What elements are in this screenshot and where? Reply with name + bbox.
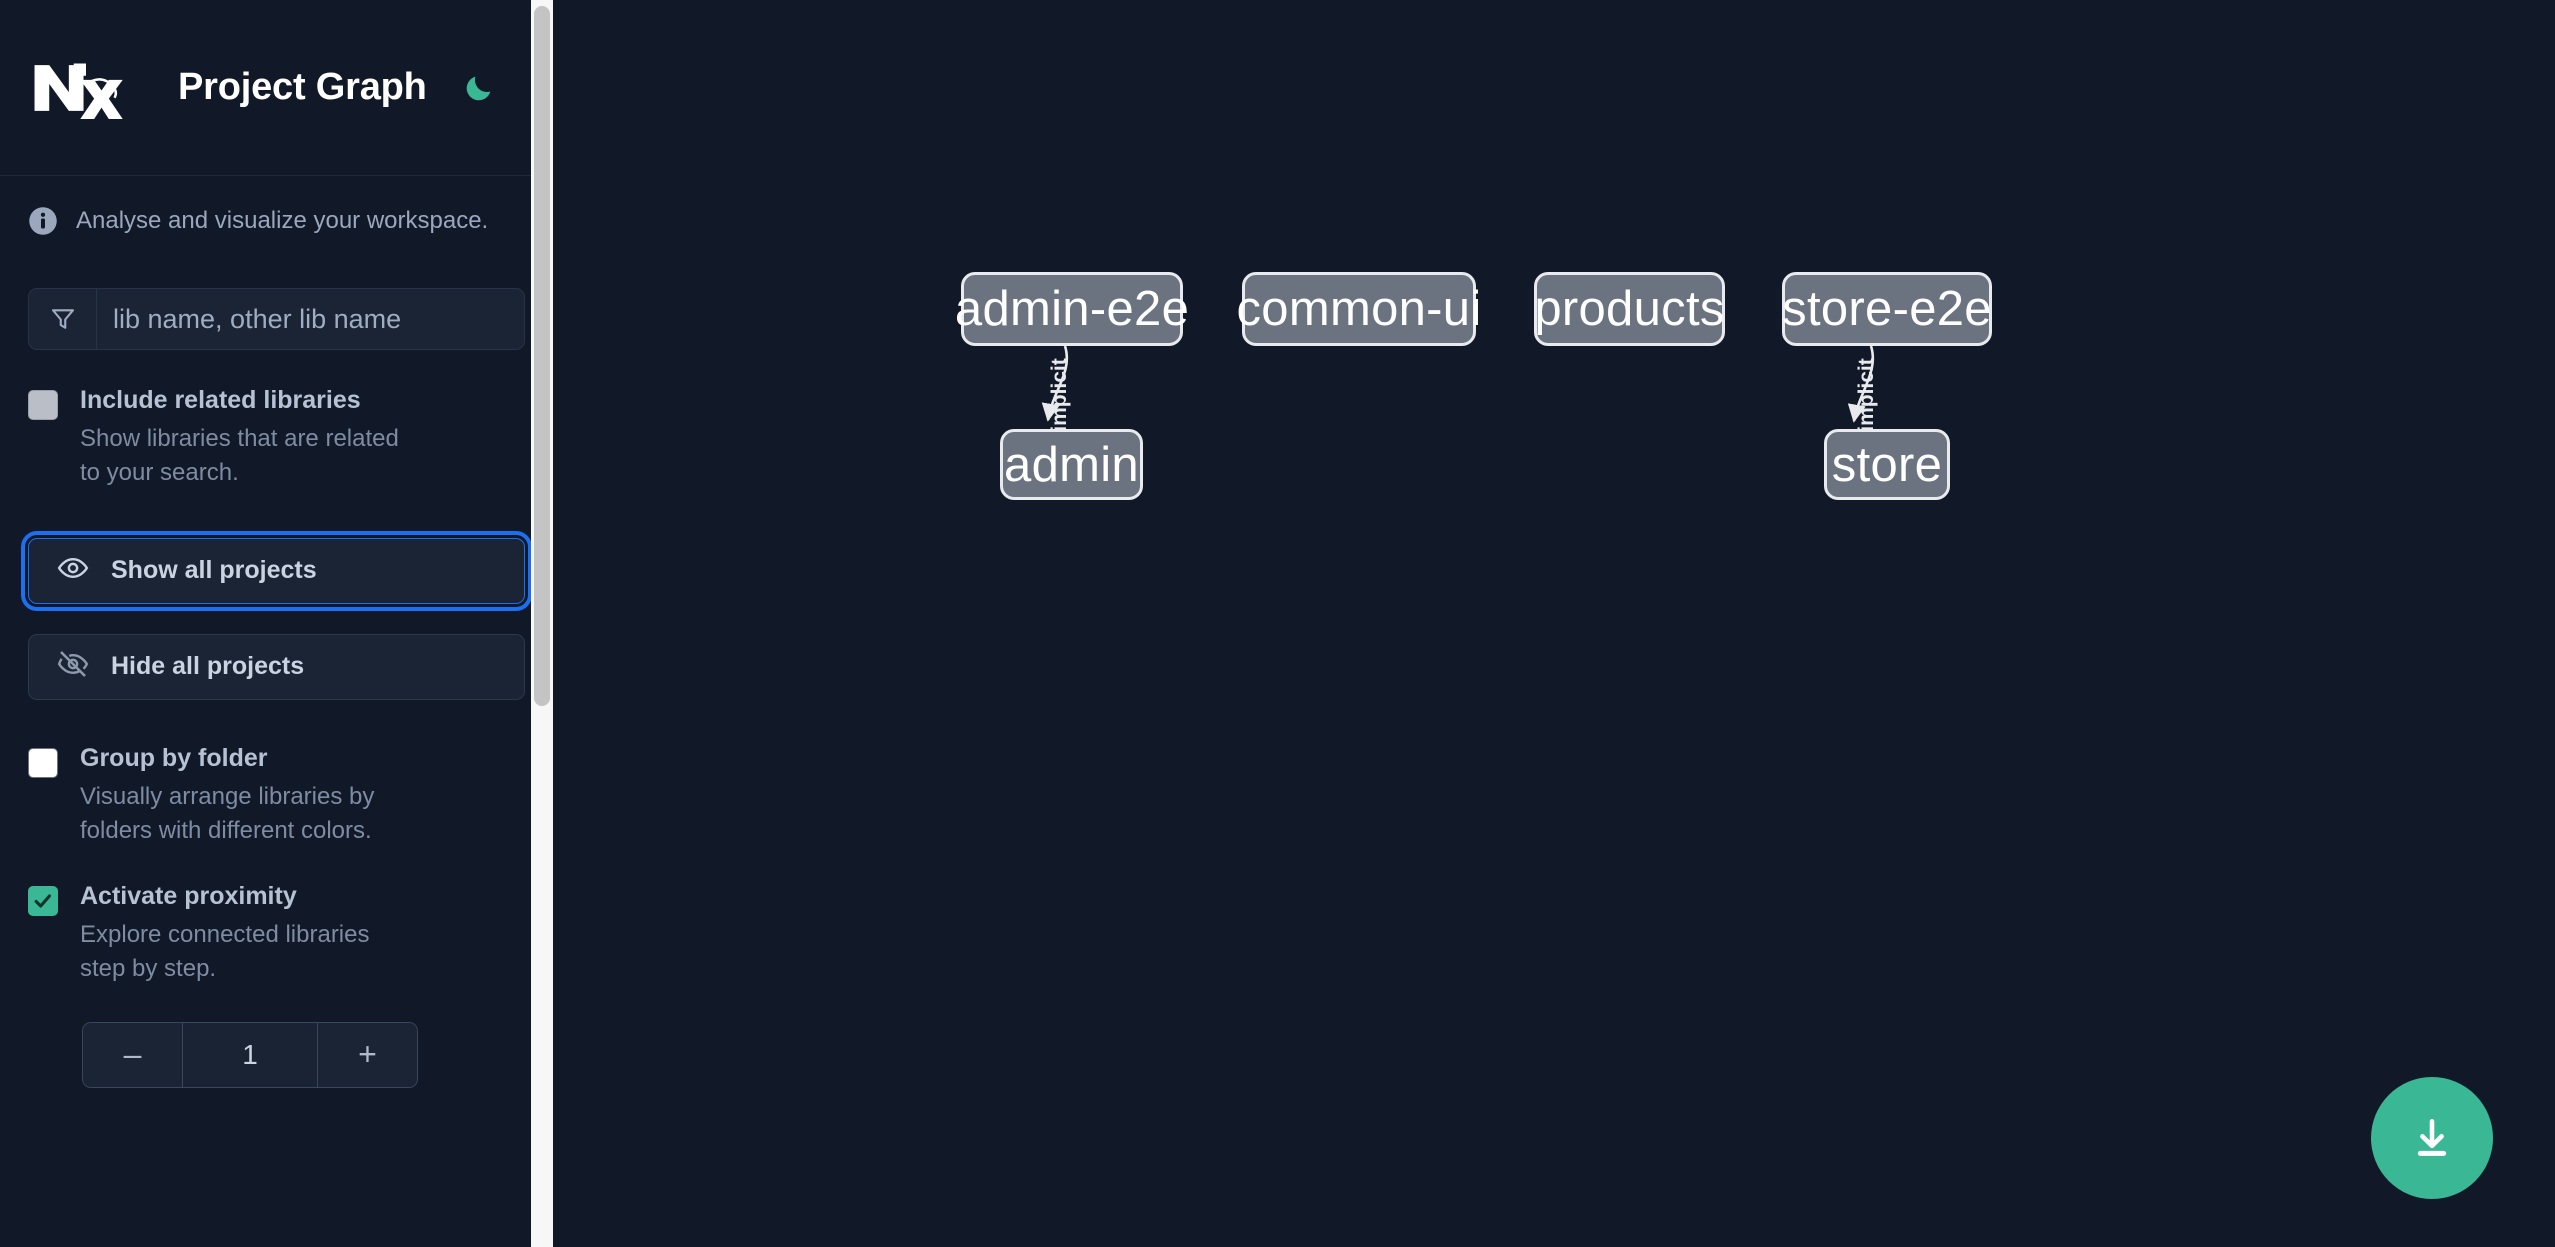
- stepper-increment-button[interactable]: +: [317, 1022, 417, 1087]
- option-description: Show libraries that are related to your …: [80, 424, 399, 486]
- filter-input-wrapper: [28, 288, 525, 350]
- checkbox-group-by-folder[interactable]: [28, 747, 58, 778]
- project-graph-canvas[interactable]: admin-e2e common-ui products store-e2e a…: [553, 0, 2555, 1247]
- download-graph-button[interactable]: [2371, 1077, 2493, 1199]
- edge-store-e2e-store: [1847, 345, 1875, 423]
- moon-icon[interactable]: [455, 64, 503, 112]
- eye-off-icon: [57, 648, 89, 685]
- checkbox-include-related-libraries[interactable]: [28, 390, 58, 420]
- option-description: Explore connected libraries step by step…: [80, 920, 370, 982]
- sidebar-scrollbar-thumb[interactable]: [534, 6, 550, 706]
- graph-node-admin[interactable]: admin: [1000, 429, 1143, 500]
- sidebar-header: Project Graph: [0, 0, 553, 176]
- download-icon: [2417, 1119, 2447, 1156]
- search-input[interactable]: [97, 289, 524, 349]
- hide-all-projects-label: Hide all projects: [111, 652, 305, 681]
- option-label: Include related libraries: [80, 386, 361, 414]
- show-all-projects-label: Show all projects: [111, 556, 317, 585]
- option-label: Group by folder: [80, 743, 268, 772]
- graph-edges: [1041, 345, 1875, 423]
- eye-icon: [57, 552, 89, 589]
- graph-node-products[interactable]: products: [1534, 272, 1725, 346]
- option-activate-proximity[interactable]: Activate proximity Explore connected lib…: [28, 880, 525, 986]
- stepper-decrement-button[interactable]: –: [83, 1022, 183, 1087]
- page-title: Project Graph: [178, 66, 427, 108]
- option-include-related-libraries[interactable]: Include related libraries Show libraries…: [28, 384, 525, 490]
- graph-node-common-ui[interactable]: common-ui: [1236, 272, 1481, 346]
- graph-node-store[interactable]: store: [1824, 429, 1950, 500]
- info-banner: Analyse and visualize your workspace.: [0, 176, 553, 236]
- checkbox-activate-proximity[interactable]: [28, 885, 58, 916]
- stepper-value: 1: [183, 1022, 317, 1087]
- info-text: Analyse and visualize your workspace.: [76, 207, 489, 234]
- hide-all-projects-button[interactable]: Hide all projects: [28, 633, 525, 700]
- graph-node-admin-e2e[interactable]: admin-e2e: [955, 272, 1189, 346]
- sidebar: Project Graph Analyse and visualize your…: [0, 0, 553, 1247]
- sidebar-scrollbar[interactable]: [531, 0, 553, 1247]
- show-all-projects-button[interactable]: Show all projects: [21, 530, 532, 611]
- option-description: Visually arrange libraries by folders wi…: [80, 782, 375, 844]
- option-group-by-folder[interactable]: Group by folder Visually arrange librari…: [28, 742, 525, 848]
- edge-admin-e2e-admin: [1041, 345, 1069, 422]
- nx-logo-icon: [28, 57, 126, 119]
- info-icon: [28, 206, 58, 236]
- option-label: Activate proximity: [80, 881, 297, 910]
- proximity-stepper: – 1 +: [82, 1021, 418, 1088]
- funnel-icon: [29, 289, 97, 349]
- graph-node-store-e2e[interactable]: store-e2e: [1782, 272, 1992, 346]
